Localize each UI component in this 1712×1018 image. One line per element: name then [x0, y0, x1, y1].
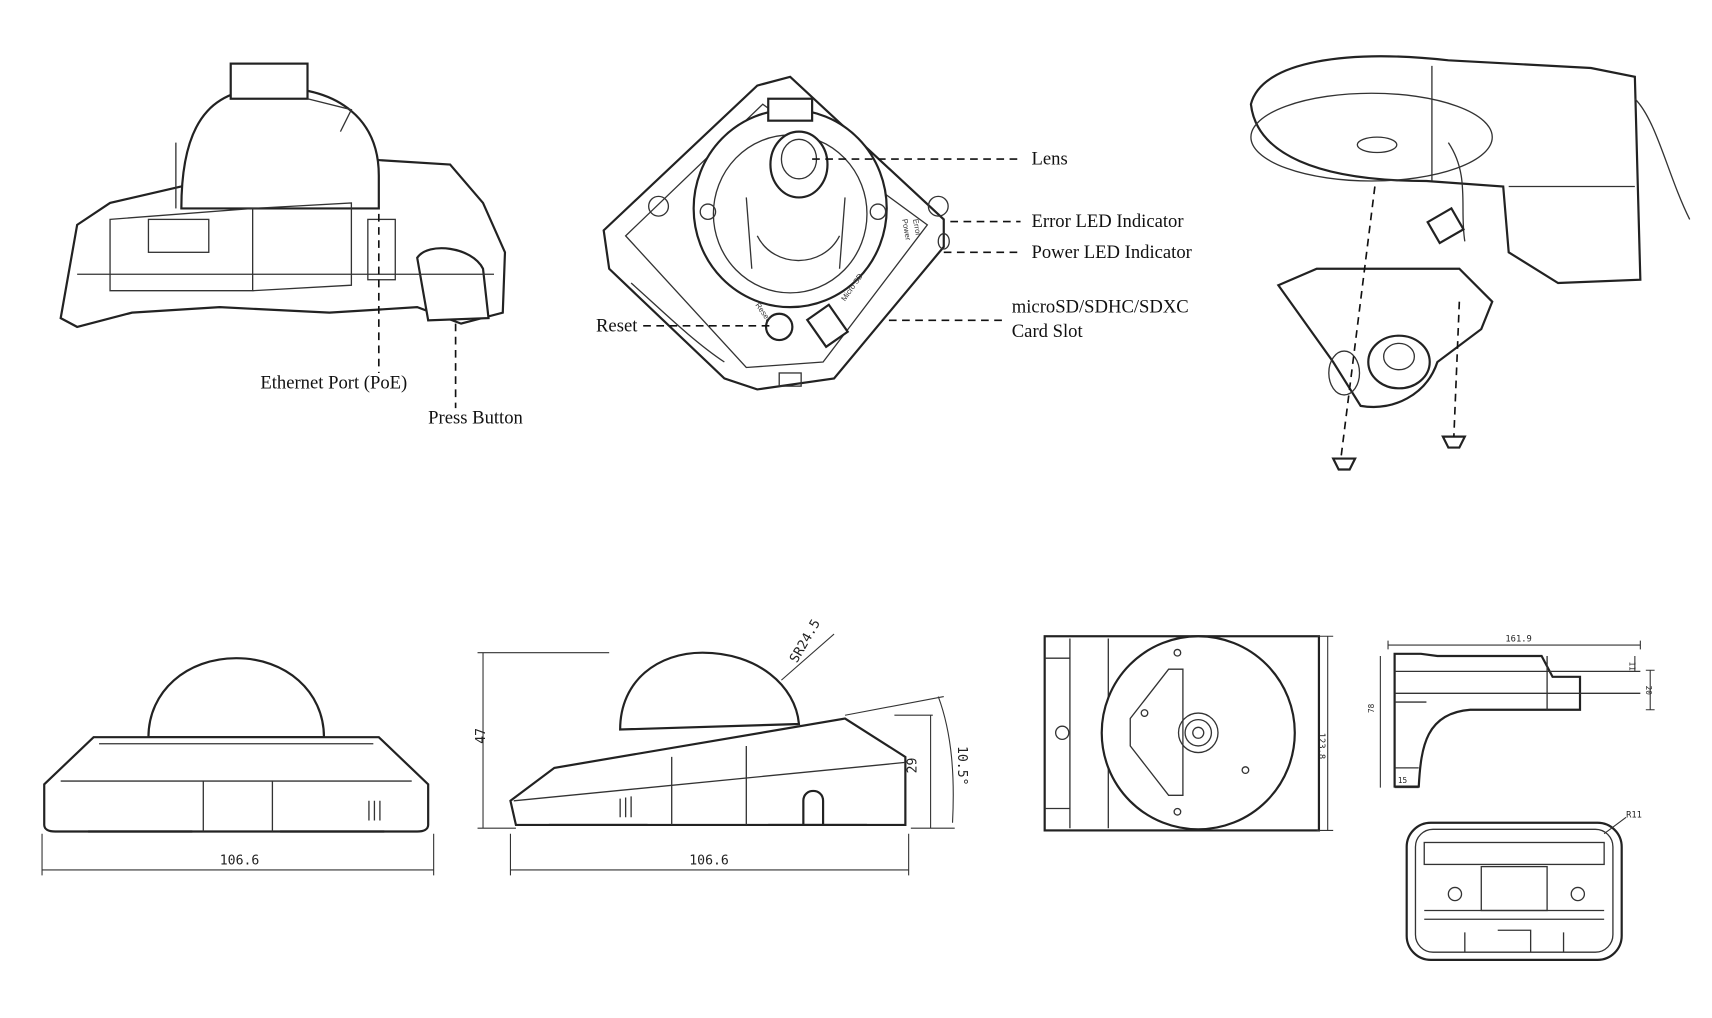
tilt-angle-dimension: 10.5°	[954, 746, 969, 786]
bracket-depth-dimension: 123.8	[1316, 733, 1326, 759]
bracket-side-view	[1393, 652, 1641, 788]
bracket-length-dimension-line	[1387, 640, 1641, 650]
lens-label: Lens	[1032, 149, 1068, 170]
side-height-dimension: 47	[474, 728, 489, 744]
error-led-label: Error LED Indicator	[1032, 211, 1185, 232]
tilt-angle-arc	[937, 696, 954, 823]
bracket-corner-radius-dimension: R11	[1626, 810, 1642, 820]
side-height-dimension-line	[477, 652, 610, 829]
power-led-label: Power LED Indicator	[1032, 242, 1193, 263]
camera-front-view	[43, 657, 430, 833]
error-marking: Error	[911, 218, 923, 237]
reset-label: Reset	[596, 315, 638, 336]
power-marking: Power	[900, 218, 913, 241]
bracket-step-dimension: 11	[1627, 661, 1636, 671]
bracket-length-dimension: 161.9	[1505, 635, 1531, 645]
base-height-dimension: 29	[905, 757, 920, 773]
screw-leader-right	[1453, 301, 1461, 437]
bracket-front-view	[1405, 821, 1623, 961]
side-width-dimension-line	[509, 833, 910, 876]
camera-interior-view: Error Power Micro SD Reset	[602, 75, 950, 391]
bracket-plate-dimension: 20	[1644, 686, 1653, 696]
card-slot-label-line1: microSD/SDHC/SDXC	[1012, 297, 1189, 318]
press-button-label: Press Button	[428, 407, 523, 428]
front-width-dimension-line	[41, 833, 435, 876]
bracket-mounting-view	[1249, 55, 1691, 471]
bracket-height-dimension: 78	[1367, 703, 1376, 713]
camera-perspective-view	[59, 62, 507, 329]
corner-radius-leader	[1603, 816, 1627, 835]
screw-leader-left	[1340, 186, 1376, 459]
bracket-depth-dimension-line	[1316, 635, 1334, 831]
bracket-plate-dimension-line	[1645, 669, 1655, 711]
base-height-dimension-line	[844, 696, 955, 829]
side-width-dimension: 106.6	[689, 853, 729, 868]
dome-radius-leader	[781, 633, 835, 681]
ethernet-port-label: Ethernet Port (PoE)	[260, 372, 407, 393]
bracket-top-view	[1043, 635, 1321, 832]
front-width-dimension: 106.6	[220, 853, 260, 868]
bracket-foot-dimension: 15	[1398, 776, 1407, 785]
camera-side-view	[509, 651, 907, 827]
card-slot-label-line2: Card Slot	[1012, 321, 1084, 342]
